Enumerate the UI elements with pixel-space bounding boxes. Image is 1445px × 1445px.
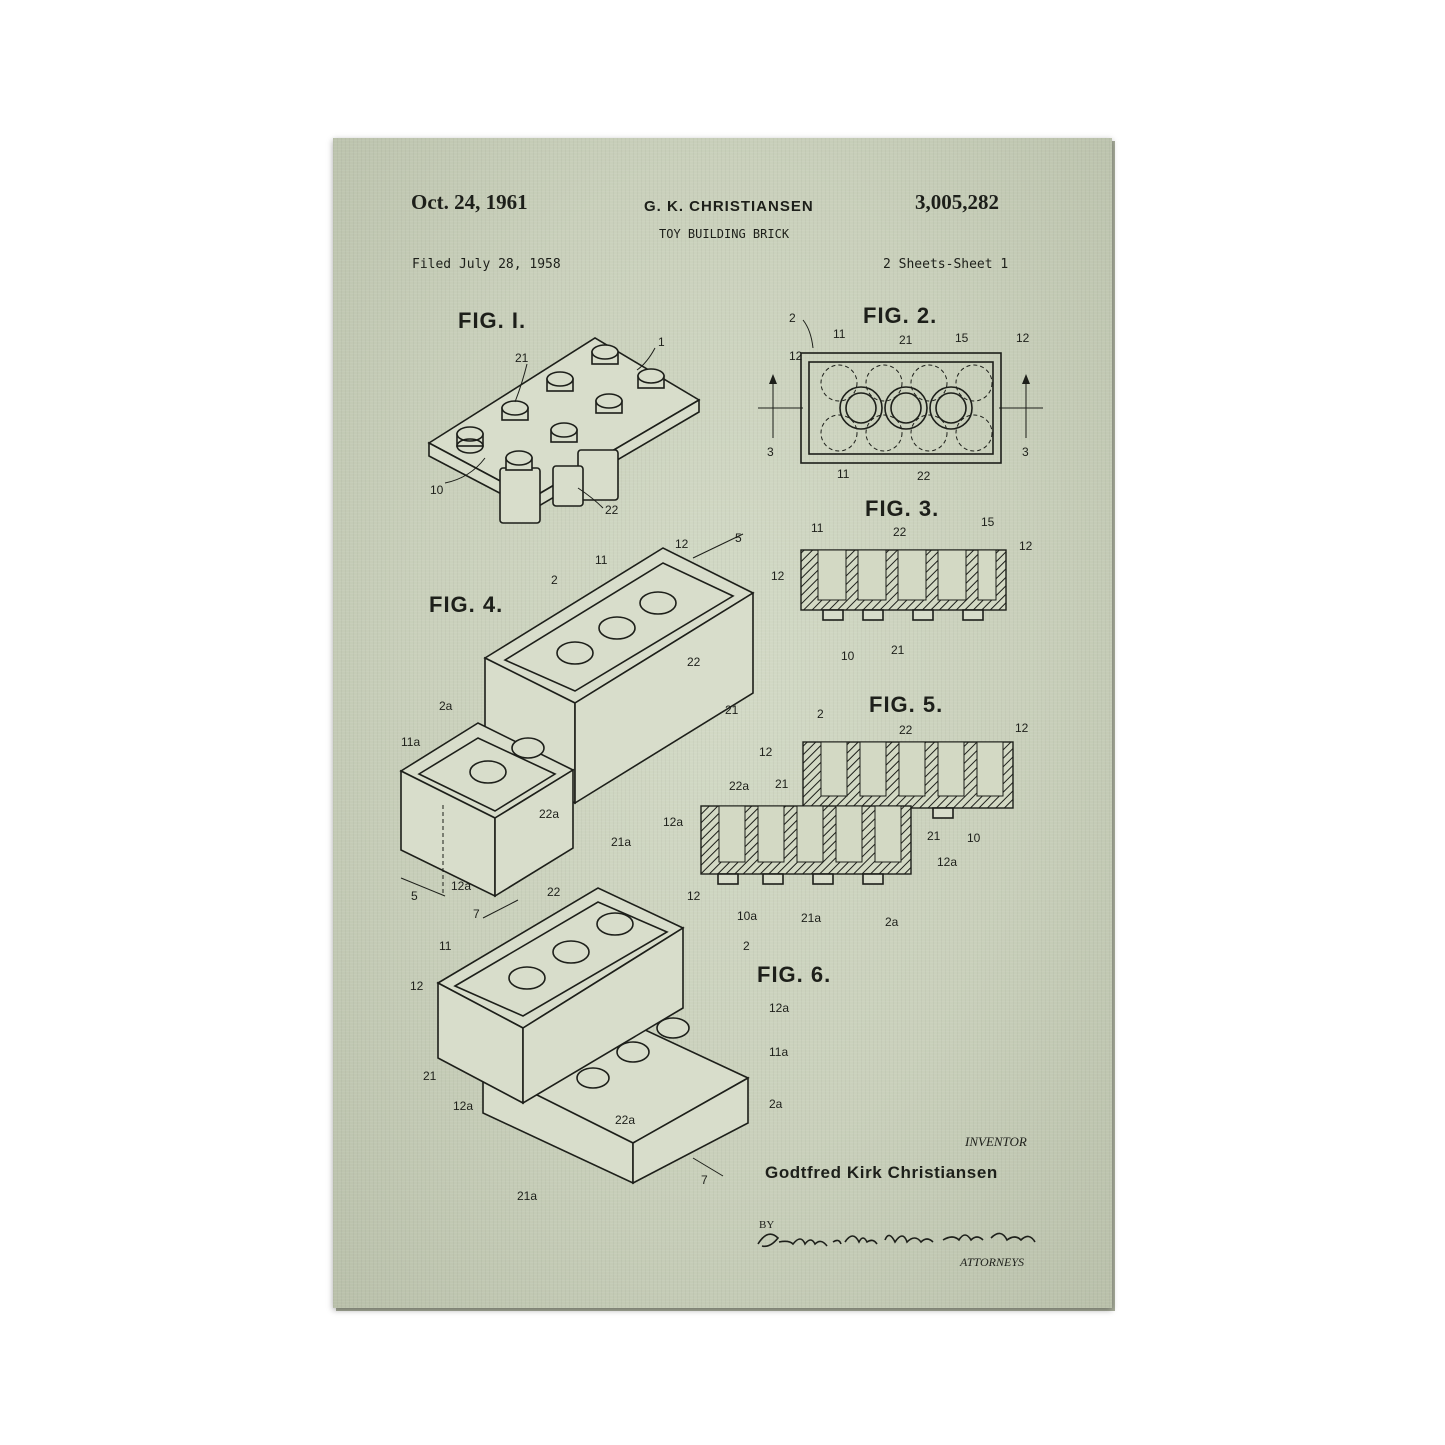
fig4-stacked-bricks: [399, 533, 755, 898]
patent-number: 3,005,282: [915, 190, 999, 214]
attorneys-label: ATTORNEYS: [960, 1255, 1025, 1269]
fig6-bricks: [436, 887, 750, 1185]
fig1-label: FIG. I.: [458, 308, 526, 333]
ref-2a: 2a: [769, 1097, 783, 1111]
ref-11a: 11a: [401, 735, 420, 749]
ref-12: 12: [675, 537, 689, 551]
ref-22: 22: [687, 655, 701, 669]
ref-1: 1: [658, 335, 665, 349]
ref-12a: 12a: [937, 855, 957, 869]
patent-title: TOY BUILDING BRICK: [659, 227, 790, 241]
ref-21a: 21a: [517, 1189, 537, 1203]
ref-21: 21: [775, 777, 789, 791]
ref-21: 21: [927, 829, 941, 843]
filed-date: Filed July 28, 1958: [412, 257, 561, 272]
ref-21: 21: [725, 703, 739, 717]
ref-2: 2: [743, 939, 750, 953]
ref-15: 15: [981, 515, 995, 529]
ref-10: 10: [967, 831, 981, 845]
fig1-brick-plate: [427, 337, 701, 524]
ref-22: 22: [605, 503, 619, 517]
ref-3: 3: [767, 445, 774, 459]
ref-22: 22: [893, 525, 907, 539]
ref-21: 21: [899, 333, 913, 347]
ref-11: 11: [439, 939, 452, 953]
ref-22a: 22a: [615, 1113, 635, 1127]
ref-22: 22: [899, 723, 913, 737]
ref-22a: 22a: [729, 779, 749, 793]
ref-11a: 11a: [769, 1045, 788, 1059]
ref-12: 12: [789, 349, 803, 363]
fig6-label: FIG. 6.: [757, 962, 831, 987]
ref-2: 2: [789, 311, 796, 325]
ref-11: 11: [833, 327, 846, 341]
ref-21: 21: [515, 351, 529, 365]
fig3-section: [800, 549, 1007, 621]
ref-2a: 2a: [885, 915, 899, 929]
ref-21: 21: [891, 643, 905, 657]
patent-canvas-print: Oct. 24, 1961 G. K. CHRISTIANSEN TOY BUI…: [333, 138, 1112, 1308]
ref-21: 21: [423, 1069, 437, 1083]
ref-5: 5: [735, 531, 742, 545]
ref-12a: 12a: [453, 1099, 473, 1113]
inventor-label: INVENTOR: [965, 1134, 1027, 1149]
ref-12: 12: [1015, 721, 1029, 735]
ref-12: 12: [1019, 539, 1033, 553]
ref-2a: 2a: [439, 699, 453, 713]
ref-15: 15: [955, 331, 969, 345]
fig3-label: FIG. 3.: [865, 496, 939, 521]
fig2-top-view: [758, 319, 1043, 464]
inventor-name: Godtfred Kirk Christiansen: [765, 1163, 998, 1182]
ref-10: 10: [841, 649, 855, 663]
ref-7: 7: [473, 907, 480, 921]
ref-12: 12: [687, 889, 701, 903]
ref-2: 2: [551, 573, 558, 587]
ref-10: 10: [430, 483, 444, 497]
ref-22a: 22a: [539, 807, 559, 821]
ref-12: 12: [759, 745, 773, 759]
ref-22: 22: [547, 885, 561, 899]
ref-12: 12: [410, 979, 424, 993]
ref-10a: 10a: [737, 909, 757, 923]
ref-21a: 21a: [801, 911, 821, 925]
ref-12: 12: [1016, 331, 1030, 345]
ref-11: 11: [811, 521, 824, 535]
inventor-header: G. K. CHRISTIANSEN: [644, 198, 814, 215]
fig2-label: FIG. 2.: [863, 303, 937, 328]
sheet-count: 2 Sheets-Sheet 1: [883, 257, 1009, 272]
fig1-studs: [456, 344, 665, 471]
patent-date: Oct. 24, 1961: [411, 190, 528, 214]
attorneys-signature: [757, 1232, 1036, 1248]
fig4-label: FIG. 4.: [429, 592, 503, 617]
ref-3: 3: [1022, 445, 1029, 459]
by-label: BY: [759, 1219, 775, 1231]
ref-11: 11: [837, 467, 850, 481]
ref-12a: 12a: [451, 879, 471, 893]
ref-2: 2: [817, 707, 824, 721]
ref-11: 11: [595, 553, 608, 567]
fig5-label: FIG. 5.: [869, 692, 943, 717]
patent-drawings: FIG. I. 1: [399, 303, 1043, 1203]
ref-12a: 12a: [663, 815, 683, 829]
ref-21a: 21a: [611, 835, 631, 849]
ref-22: 22: [917, 469, 931, 483]
ref-12: 12: [771, 569, 785, 583]
ref-7: 7: [701, 1173, 708, 1187]
ref-12a: 12a: [769, 1001, 789, 1015]
ref-5: 5: [411, 889, 418, 903]
fig5-interlock-section: [700, 741, 1014, 885]
